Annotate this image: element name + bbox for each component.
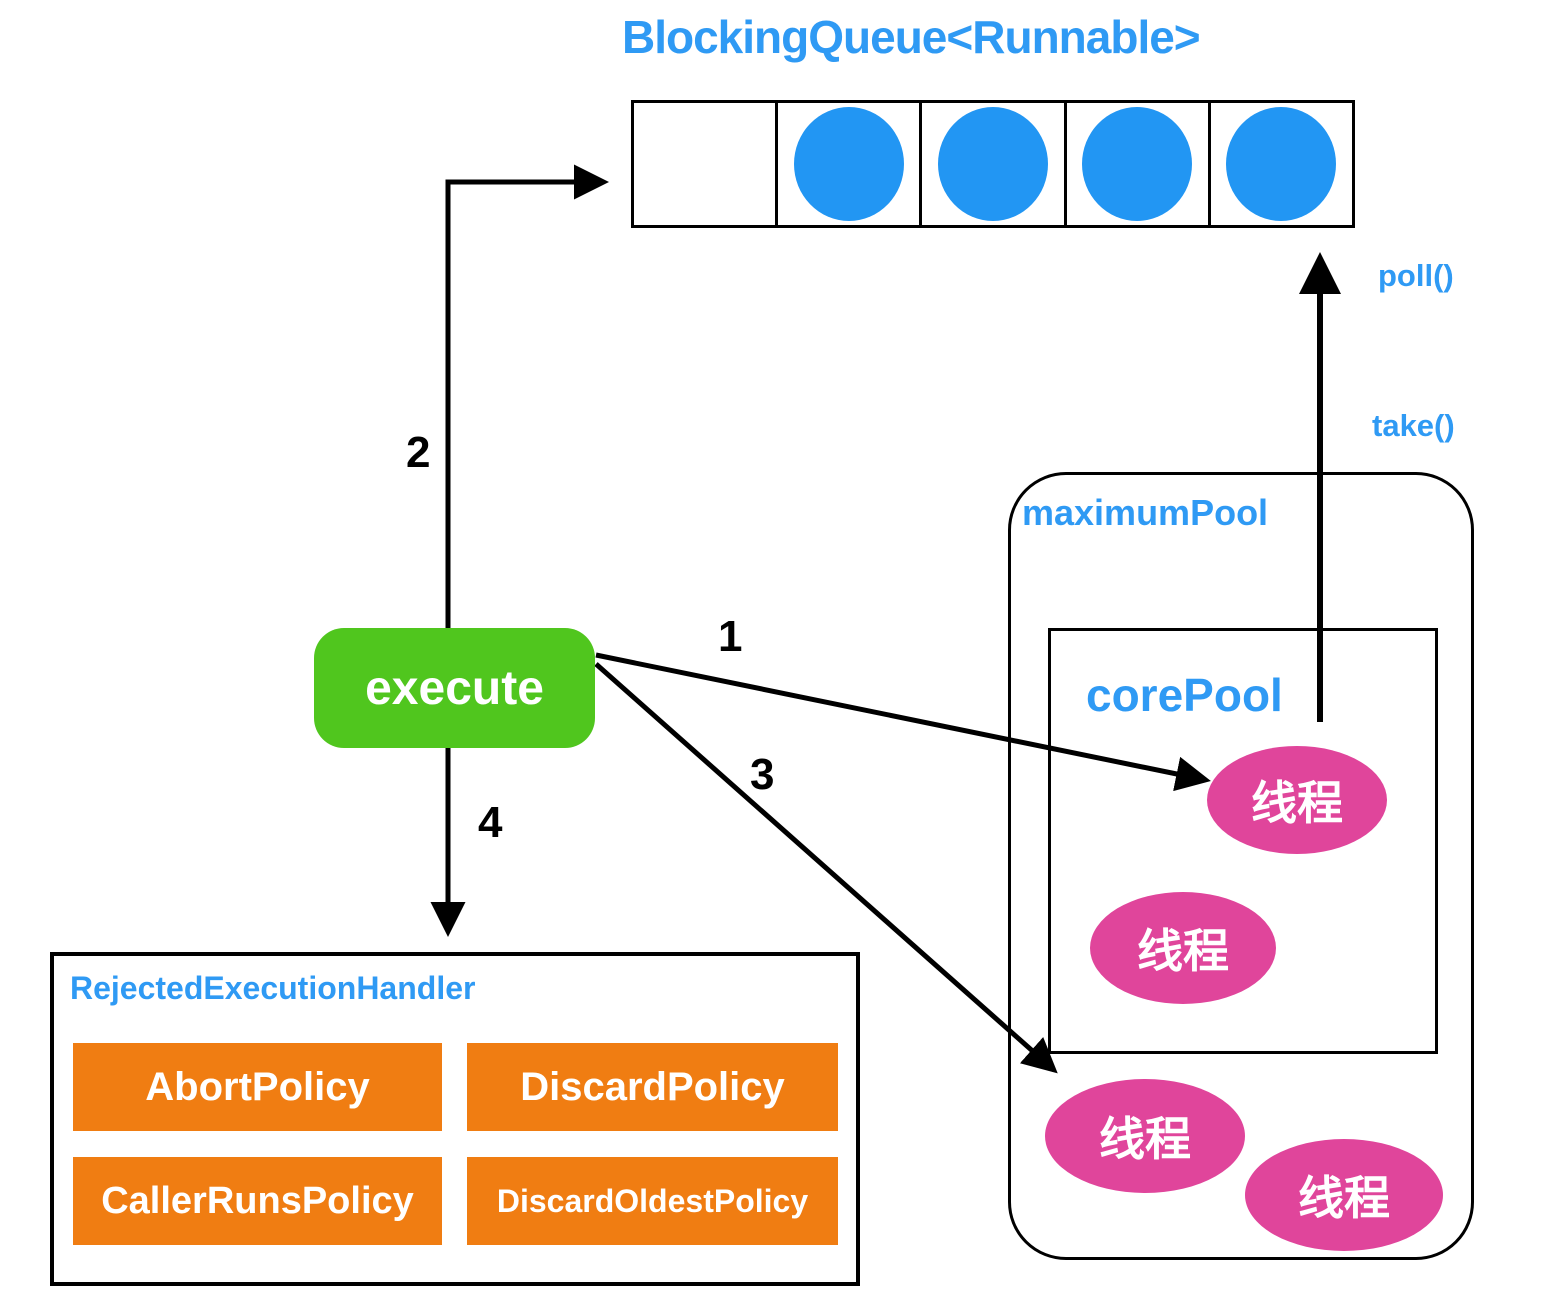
queue-cell: [1211, 103, 1352, 225]
discard-oldest-policy: DiscardOldestPolicy: [467, 1157, 838, 1245]
take-method-label: take(): [1372, 408, 1455, 443]
step-label-3: 3: [750, 750, 775, 799]
step-label-4: 4: [478, 798, 503, 847]
task-circle: [1082, 107, 1193, 221]
task-circle: [793, 107, 904, 221]
queue-cell: [922, 103, 1067, 225]
arrow-step2-enqueue: [445, 164, 609, 630]
max-thread-ellipse: 线程: [1045, 1079, 1245, 1193]
abort-policy: AbortPolicy: [73, 1043, 442, 1131]
core-thread-ellipse: 线程: [1090, 892, 1276, 1004]
blocking-queue-title: BlockingQueue<Runnable>: [622, 11, 1201, 63]
caller-runs-policy: CallerRunsPolicy: [73, 1157, 442, 1245]
step-label-2: 2: [406, 428, 431, 477]
core-pool-label: corePool: [1086, 669, 1283, 721]
execute-button: execute: [314, 628, 595, 748]
task-circle: [1226, 107, 1337, 221]
maximum-pool-label: maximumPool: [1022, 492, 1269, 533]
core-thread-ellipse: 线程: [1207, 746, 1387, 854]
queue-cell: [1067, 103, 1211, 225]
step-label-1: 1: [718, 612, 743, 661]
rejected-execution-handler-title: RejectedExecutionHandler: [70, 970, 476, 1006]
discard-policy: DiscardPolicy: [467, 1043, 838, 1131]
task-circle: [938, 107, 1048, 221]
blocking-queue: [631, 100, 1355, 228]
queue-cell: [778, 103, 923, 225]
poll-method-label: poll(): [1378, 258, 1454, 293]
max-thread-ellipse: 线程: [1245, 1139, 1443, 1251]
queue-cell: [634, 103, 779, 225]
